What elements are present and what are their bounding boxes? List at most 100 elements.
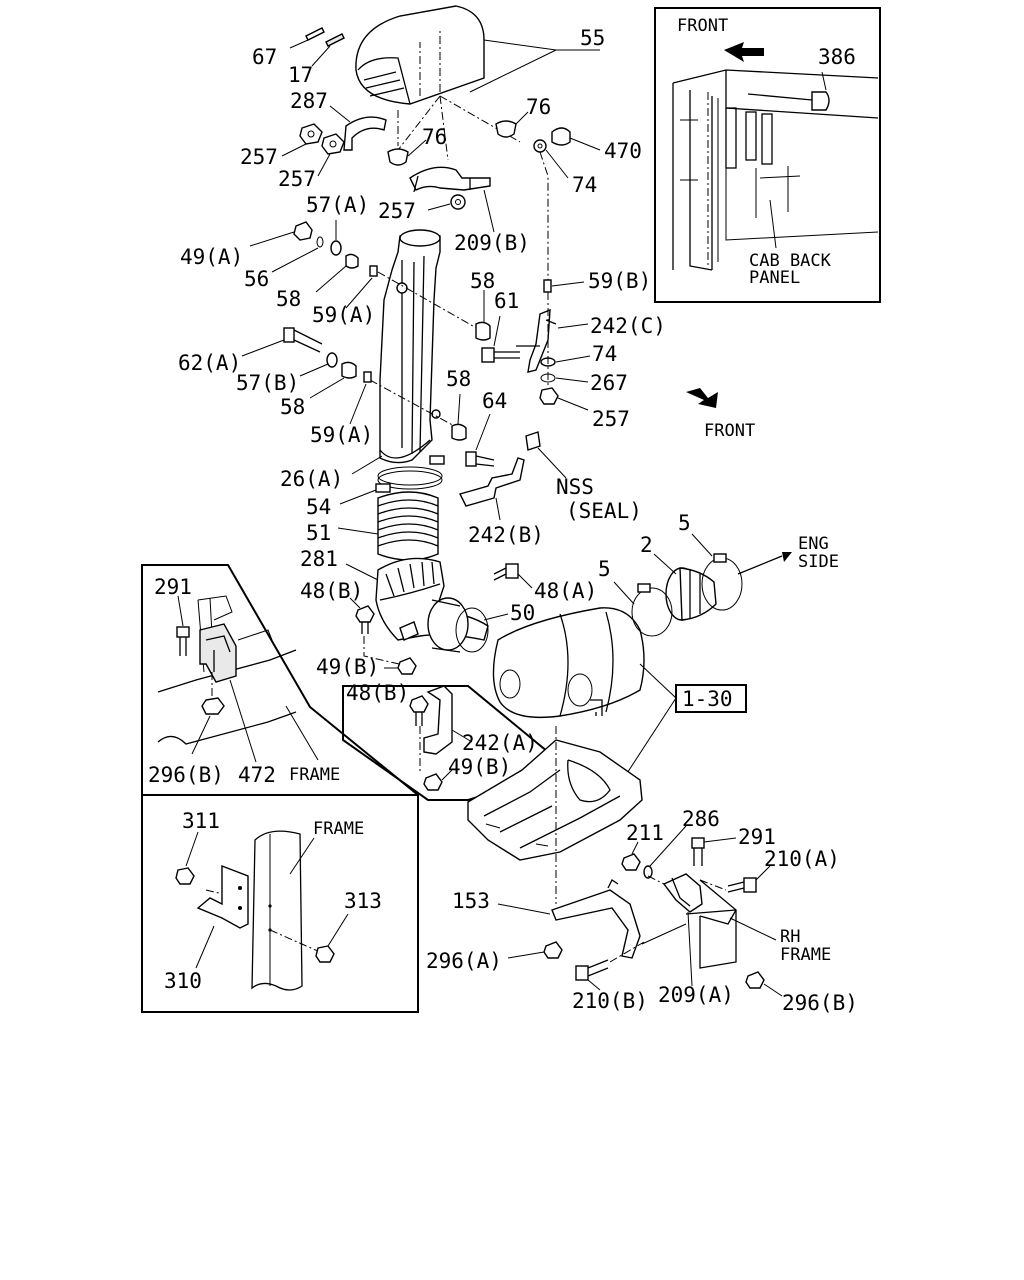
label-281: 281 [300, 547, 338, 571]
label-5-a: 5 [598, 557, 611, 581]
spacer-59B [543, 279, 552, 293]
front-label-top: FRONT [677, 16, 728, 36]
nut-257-d [539, 387, 559, 405]
label-209B: 209(B) [454, 231, 530, 255]
nut-257-a [299, 123, 323, 145]
collar-58-c [341, 361, 357, 379]
clamp-5-b [701, 553, 743, 611]
nut-49B-b [423, 773, 443, 791]
air-cleaner-1-30 [492, 607, 645, 719]
label-59A-a: 59(A) [312, 303, 375, 327]
washer-57B [326, 352, 338, 368]
label-61: 61 [494, 289, 519, 313]
label-49A: 49(A) [180, 245, 243, 269]
label-48B-b: 48(B) [346, 681, 409, 705]
label-48B: 48(B) [300, 579, 363, 603]
label-57A: 57(A) [306, 193, 369, 217]
bolt-62A [283, 327, 323, 353]
bracket-209A [662, 873, 703, 913]
label-242C: 242(C) [590, 314, 666, 338]
label-153: 153 [452, 889, 490, 913]
bracket-472 [199, 623, 273, 683]
strap-287 [343, 116, 387, 151]
washer-56 [316, 236, 324, 248]
washer-57A [330, 240, 342, 256]
nut-257-c [450, 194, 466, 210]
panel-label: PANEL [749, 268, 800, 288]
label-49B: 49(B) [316, 655, 379, 679]
bracket-elbow [399, 621, 419, 641]
washer-286 [643, 865, 653, 879]
label-76-a: 76 [526, 95, 551, 119]
nut-313 [315, 945, 335, 963]
collar-58-a [345, 253, 359, 269]
label-51: 51 [306, 521, 331, 545]
label-48A: 48(A) [534, 579, 597, 603]
clip-17 [325, 33, 345, 47]
label-210B: 210(B) [572, 989, 648, 1013]
label-257-b: 257 [278, 167, 316, 191]
label-67: 67 [252, 45, 277, 69]
label-58-c: 58 [280, 395, 305, 419]
label-210A: 210(A) [764, 847, 840, 871]
frame-label-b: FRAME [313, 819, 364, 839]
hose-51 [377, 491, 439, 561]
nss-label: NSS [556, 475, 594, 499]
front-arrow-mid-icon [686, 388, 718, 408]
inset-bracket-detail: 291 296(B) 472 FRAME 311 [141, 564, 419, 1013]
label-74-a: 74 [572, 173, 597, 197]
label-58-b: 58 [470, 269, 495, 293]
label-310: 310 [164, 969, 202, 993]
bolt-48B-b [409, 695, 429, 726]
bracket-242C [516, 308, 557, 373]
cab-back-label: CAB BACK [749, 251, 832, 271]
label-55: 55 [580, 26, 605, 50]
spacer-59A-a [369, 265, 378, 277]
bolt-48B [355, 605, 375, 634]
label-62A: 62(A) [178, 351, 241, 375]
label-291-a: 291 [154, 575, 192, 599]
bolt-48A [493, 563, 519, 581]
frame-label-a: FRAME [289, 765, 340, 785]
bolt-61 [481, 347, 520, 363]
bracket-209B [409, 166, 491, 193]
label-59B: 59(B) [588, 269, 651, 293]
nut-49B [397, 657, 417, 675]
label-5-b: 5 [678, 511, 691, 535]
label-386: 386 [818, 45, 856, 69]
washer-74-a [533, 139, 547, 153]
label-472: 472 [238, 763, 276, 787]
clamp-50 [427, 597, 489, 653]
mounting-base [467, 739, 643, 861]
clamp-54 [375, 455, 445, 493]
label-58-a: 58 [276, 287, 301, 311]
label-54: 54 [306, 495, 331, 519]
grommet-76-a [387, 148, 409, 166]
nut-296B-b [745, 971, 765, 989]
label-242B: 242(B) [468, 523, 544, 547]
rh-label: RH [780, 927, 800, 947]
hose-2 [665, 567, 717, 621]
bolt-311 [175, 867, 195, 885]
label-209A: 209(A) [658, 983, 734, 1007]
label-59A-b: 59(A) [310, 423, 373, 447]
front-arrow-icon [724, 42, 764, 62]
bracket-242B [458, 457, 525, 507]
label-291-b: 291 [738, 825, 776, 849]
label-74-b: 74 [592, 342, 617, 366]
label-57B: 57(B) [236, 371, 299, 395]
label-58-d: 58 [446, 367, 471, 391]
label-2: 2 [640, 533, 653, 557]
label-257-c: 257 [378, 199, 416, 223]
label-296B-a: 296(B) [148, 763, 224, 787]
label-49B-b: 49(B) [448, 755, 511, 779]
seal-nss [525, 431, 541, 451]
label-313: 313 [344, 889, 382, 913]
label-50: 50 [510, 601, 535, 625]
label-64: 64 [482, 389, 507, 413]
nut-296A [543, 941, 563, 959]
eng-label: ENG [798, 534, 829, 554]
bracket-153 [551, 879, 641, 959]
label-470: 470 [604, 139, 642, 163]
